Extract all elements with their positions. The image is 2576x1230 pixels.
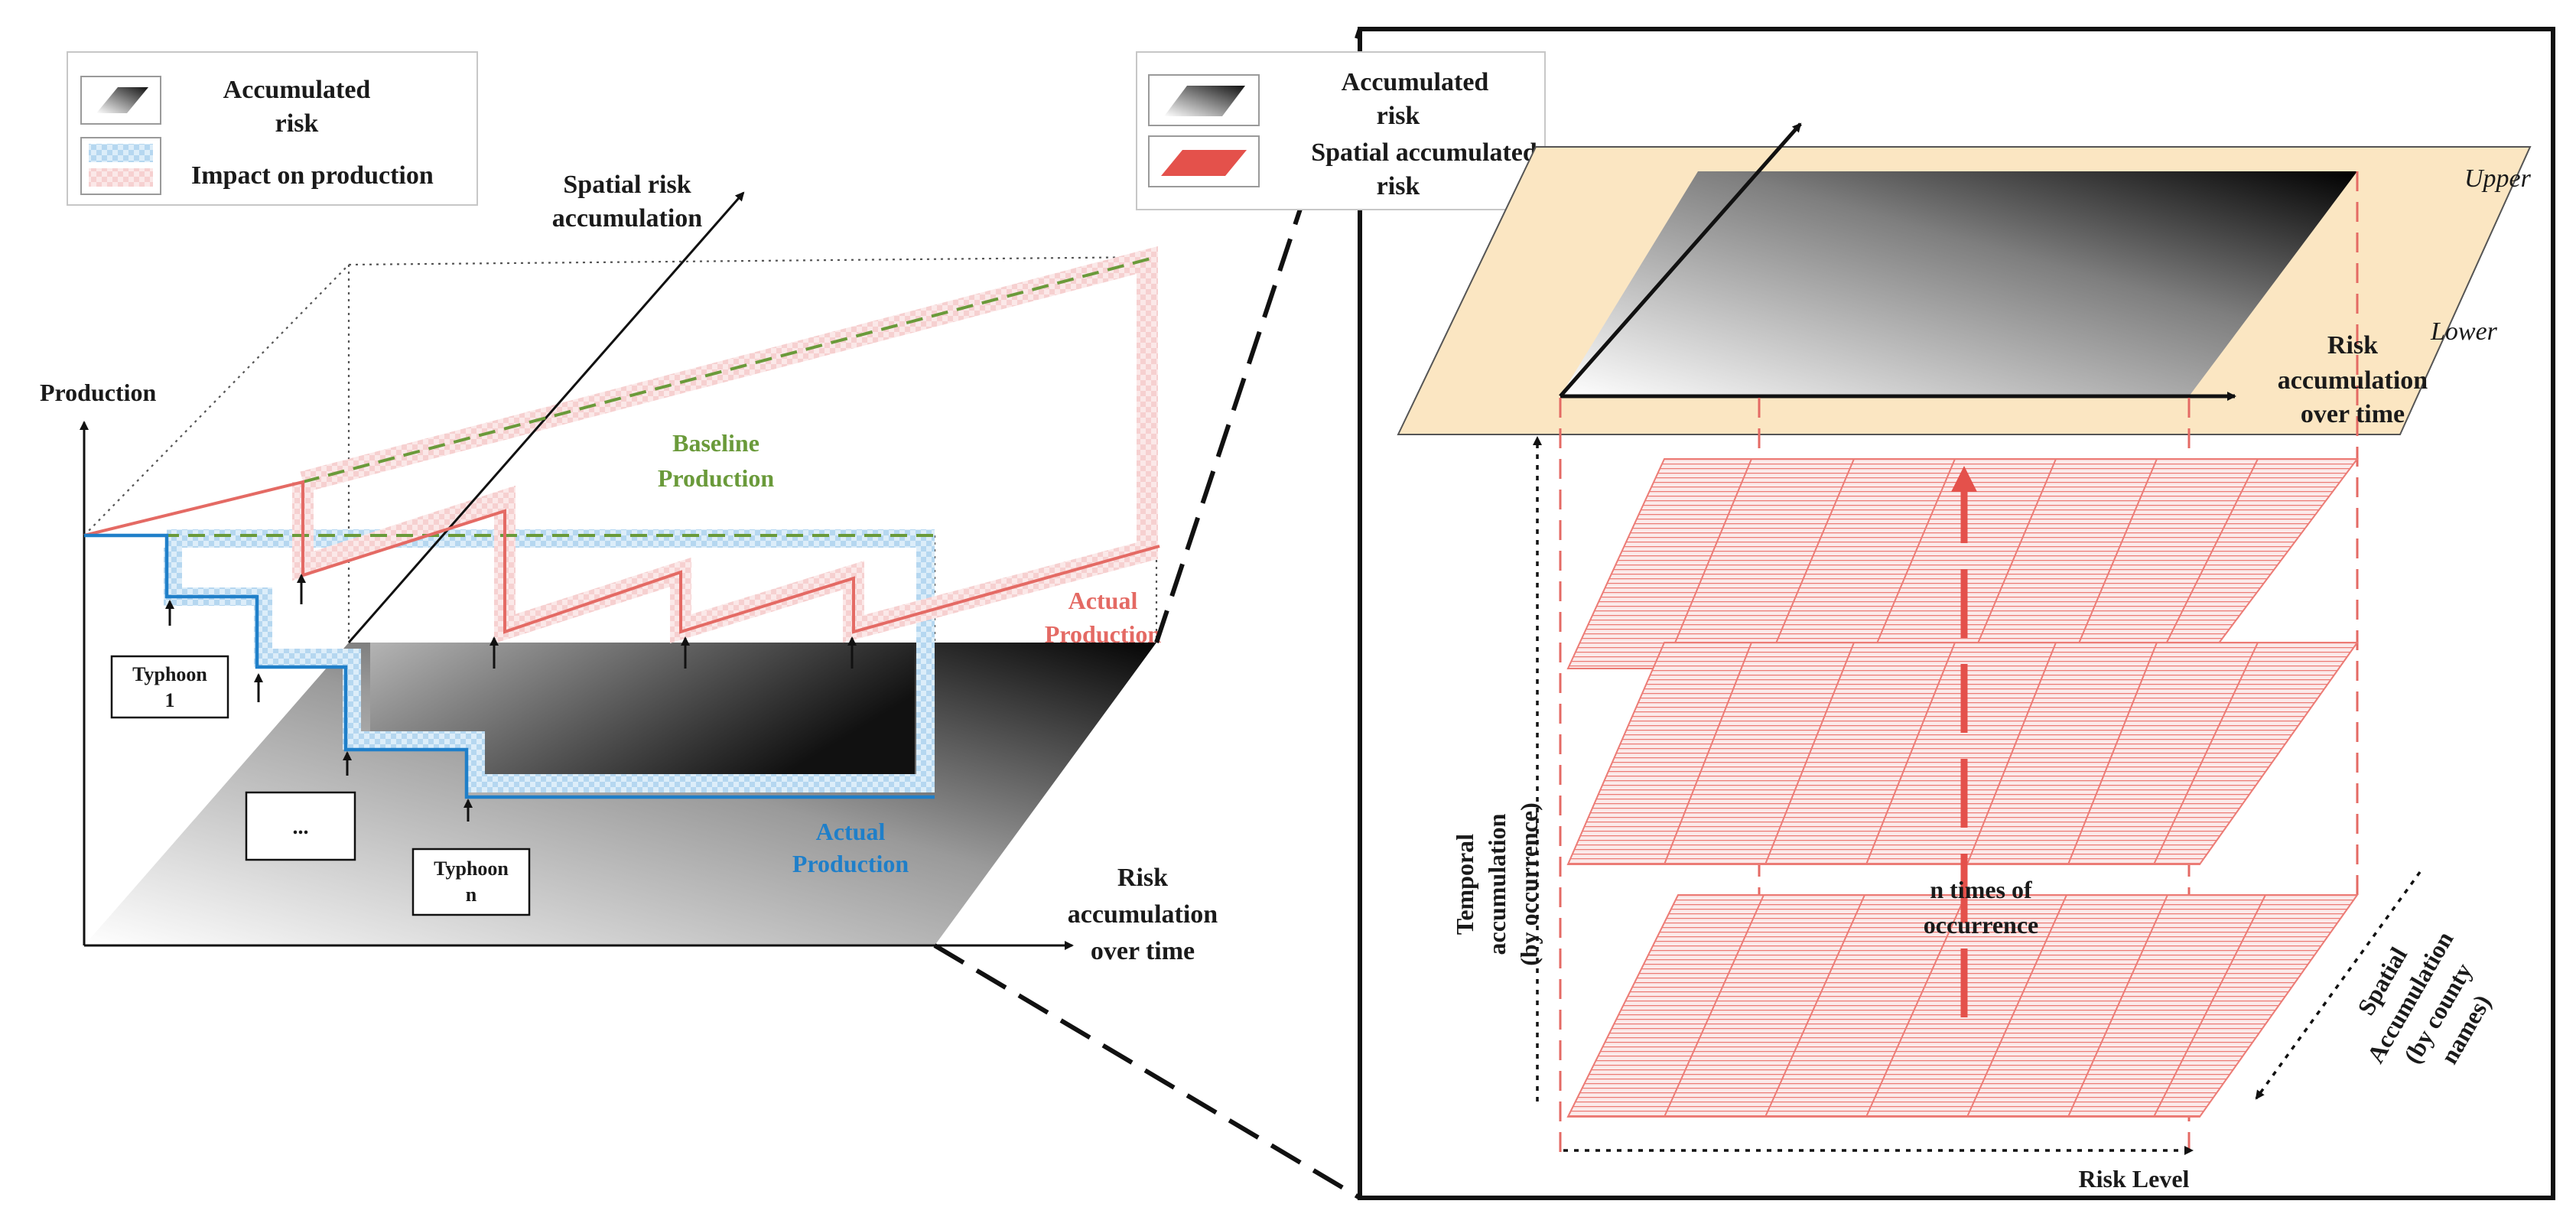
legend-accumulated-risk-line1: Accumulated: [1342, 68, 1489, 96]
baseline-production-label-line2: Production: [658, 464, 775, 492]
legend-accumulated-risk-line2: risk: [1377, 102, 1420, 130]
legend-impact-on-production: Impact on production: [191, 161, 434, 190]
risk-time-label-line3: over time: [2301, 400, 2405, 428]
spatial-dotted-arrow: [2255, 870, 2422, 1100]
accumulated-risk-swatch: [1164, 86, 1245, 116]
spatial-axis-label-line2: accumulation: [552, 204, 703, 233]
risk-layer-top: [1566, 458, 2360, 669]
impact-swatch-pink: [89, 168, 153, 187]
n-times-label-line1: n times of: [1930, 876, 2032, 903]
impact-arrows: [165, 574, 857, 822]
left-legend: Accumulated risk Impact on production: [67, 51, 478, 206]
top-spatial-arrow: [1559, 122, 1802, 398]
legend-accumulated-risk-line2: risk: [275, 109, 319, 138]
right-panel: Accumulated risk Spatial accumulated ris…: [1136, 27, 2555, 1200]
typhoon-1-label-line1: Typhoon: [132, 663, 207, 685]
legend-spatial-accumulated-line2: risk: [1377, 172, 1420, 200]
risk-time-label-line1: Risk: [2327, 331, 2378, 360]
typhoon-n-label-line2: n: [466, 883, 477, 906]
typhoon-n-box: Typhoon n: [411, 848, 531, 916]
temporal-accumulation-label: Temporal accumulation (by occurrence): [1451, 802, 1543, 966]
ellipsis-label: ...: [293, 815, 309, 839]
typhoon-n-label-line1: Typhoon: [434, 857, 509, 880]
actual-production-blue-label-line1: Actual: [816, 818, 886, 845]
time-axis-label-line2: accumulation: [1068, 900, 1218, 929]
time-axis-label-line1: Risk: [1117, 864, 1168, 892]
legend-accumulated-risk-line1: Accumulated: [223, 76, 371, 104]
left-axes: [80, 191, 1074, 950]
right-legend: Accumulated risk Spatial accumulated ris…: [1136, 51, 1546, 210]
inner-risk-region: [370, 643, 915, 774]
impact-swatch-blue: [89, 144, 153, 162]
baseline-production-slope: [302, 255, 1157, 483]
actual-production-red-line: [83, 480, 1160, 634]
temporal-label-line1: Temporal: [1451, 834, 1478, 935]
actual-production-red-label-line1: Actual: [1068, 587, 1138, 614]
legend-spatial-accumulated-line1: Spatial accumulated: [1311, 138, 1537, 167]
left-panel: Accumulated risk Impact on production: [40, 51, 1218, 965]
accumulated-risk-top-surface: [1560, 171, 2357, 396]
baseline-production-label-line1: Baseline: [672, 429, 759, 457]
temporal-label-line3: (by occurrence): [1515, 802, 1543, 966]
spatial-accumulated-swatch: [1161, 150, 1247, 176]
lower-label: Lower: [2430, 317, 2498, 346]
actual-production-blue-line: [84, 533, 935, 799]
spatial-axis-label-line1: Spatial risk: [563, 171, 691, 199]
typhoon-1-label-line2: 1: [165, 689, 175, 711]
typhoon-1-box: Typhoon 1: [110, 655, 229, 719]
risk-layer-middle: [1566, 642, 2359, 865]
production-axis-label: Production: [40, 379, 157, 406]
spatial-risk-axis: [347, 191, 745, 643]
accumulated-risk-swatch: [96, 87, 148, 113]
actual-production-red-label-line2: Production: [1045, 620, 1162, 648]
blue-impact-band: [164, 529, 935, 792]
ellipsis-box: ...: [245, 791, 356, 861]
time-axis-label-line3: over time: [1091, 937, 1195, 965]
n-times-label-line2: occurrence: [1924, 911, 2038, 939]
risk-level-label: Risk Level: [2079, 1165, 2190, 1193]
actual-production-blue-label-line2: Production: [792, 850, 909, 877]
risk-time-label-line2: accumulation: [2278, 366, 2428, 395]
temporal-label-line2: accumulation: [1483, 813, 1511, 955]
upper-label: Upper: [2464, 164, 2532, 193]
